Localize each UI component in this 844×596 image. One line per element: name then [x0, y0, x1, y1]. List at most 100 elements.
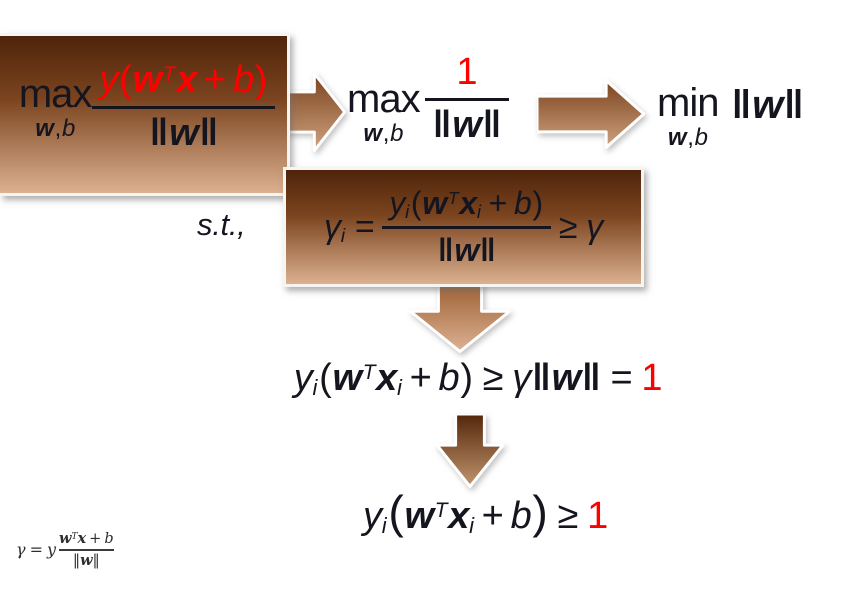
tok-norm: ‖ — [532, 357, 551, 399]
tok-w: w — [667, 124, 687, 151]
tok-rparen: ) — [532, 184, 544, 221]
tok-b: b — [438, 357, 460, 399]
tok-norm: ‖ — [479, 231, 496, 268]
tok-y: y — [389, 184, 406, 221]
tok-one: 1 — [587, 495, 608, 537]
arrow-shape — [537, 81, 644, 148]
tok-eq: = — [610, 357, 633, 399]
tok-eq: = — [29, 540, 43, 560]
tok-comma: , — [687, 124, 694, 151]
tok-norm: ‖ — [581, 357, 601, 399]
tok-w: w — [169, 112, 199, 154]
tok-gamma: γ — [512, 357, 531, 399]
tok-plus: + — [409, 357, 432, 399]
fraction-denominator: ‖w‖ — [437, 231, 497, 268]
op-subscript: w,b — [363, 122, 403, 146]
gamma-definition-footnote: γ=y wTx+b ‖w‖ — [16, 531, 114, 569]
fraction-bar — [424, 97, 510, 101]
fraction-denominator: ‖w‖ — [432, 103, 502, 146]
subject-to-label: s.t., — [197, 207, 246, 242]
arrow-shape — [410, 281, 509, 352]
formula-derived-2: yi(wTxi+b)≥1 — [328, 489, 643, 538]
tok-y: y — [46, 540, 57, 560]
tok-plus: + — [89, 531, 102, 547]
tok-y: y — [363, 495, 382, 537]
tok-x: x — [448, 495, 470, 537]
tok-w: w — [59, 530, 72, 547]
arrow-shape — [437, 414, 503, 487]
fraction-numerator: y(wTx+b) — [99, 59, 268, 102]
tok-sub-i: i — [381, 512, 387, 538]
tok-plus: + — [481, 495, 504, 537]
tok-sup-T: T — [71, 531, 78, 542]
constraint-lhs: γi= — [324, 208, 383, 247]
tok-x: x — [176, 59, 198, 102]
tok-w: w — [752, 83, 783, 127]
constraint-rhs: ≥γ — [550, 208, 603, 247]
tok-b: b — [514, 184, 532, 221]
constraint-fraction: yi(wTxi+b) ‖w‖ — [382, 184, 551, 268]
tok-comma: , — [382, 120, 390, 147]
formula-min-norm: min w,b ‖w‖ — [657, 83, 805, 150]
tok-comma: , — [54, 115, 62, 142]
tok-sup-T: T — [434, 498, 448, 522]
tok-lparen: ( — [319, 357, 332, 399]
tok-w: w — [35, 115, 54, 142]
tok-geq: ≥ — [558, 207, 578, 246]
tok-b: b — [694, 124, 708, 151]
tok-x: x — [459, 184, 477, 221]
tok-lparen: ( — [410, 184, 422, 221]
inverse-norm-fraction: 1 ‖w‖ — [424, 52, 510, 146]
fraction-denominator: ‖w‖ — [149, 112, 219, 154]
tok-rparen: ) — [460, 357, 473, 399]
op-max-label: max — [18, 72, 93, 116]
tok-norm: ‖ — [199, 112, 219, 154]
tok-eq: = — [354, 207, 375, 246]
op-subscript: w,b — [668, 126, 708, 150]
fraction-numerator: yi(wTxi+b) — [389, 184, 544, 221]
tok-w: w — [422, 184, 447, 221]
tok-w: w — [363, 120, 382, 147]
tok-x: x — [376, 357, 398, 399]
tok-norm: ‖ — [72, 552, 81, 569]
margin-fraction: y(wTx+b) ‖w‖ — [92, 59, 276, 154]
fraction-numerator: 1 — [456, 52, 477, 93]
tok-rparen: ) — [254, 59, 268, 102]
tok-w: w — [452, 103, 482, 146]
tok-b: b — [104, 531, 114, 547]
tok-norm: ‖ — [432, 103, 452, 146]
tok-sub-i: i — [312, 374, 318, 400]
op-max-label: max — [347, 77, 421, 121]
fraction-bar — [92, 106, 276, 109]
tok-norm: ‖ — [731, 83, 752, 127]
tok-geq: ≥ — [557, 495, 579, 537]
tok-w: w — [332, 357, 362, 399]
min-operator: min w,b — [657, 83, 719, 150]
tok-gamma: γ — [16, 540, 26, 560]
tok-y: y — [293, 357, 313, 399]
flow-arrow-right-2-icon — [537, 79, 647, 149]
tok-w: w — [80, 551, 93, 569]
tok-rparen: ) — [532, 486, 548, 538]
tok-sub-i: i — [397, 374, 402, 400]
fraction-bar — [382, 225, 551, 229]
max-operator: max w,b — [347, 77, 421, 146]
tok-gamma: γ — [586, 207, 603, 246]
fraction-bar — [59, 549, 114, 551]
tok-one: 1 — [641, 357, 663, 399]
tok-sup-T: T — [162, 62, 176, 86]
tok-norm: ‖ — [783, 83, 804, 127]
tok-w: w — [404, 495, 434, 537]
tok-norm: ‖ — [482, 103, 502, 146]
tok-x: x — [77, 530, 87, 547]
tok-norm: ‖ — [149, 112, 169, 154]
tok-norm: ‖ — [92, 552, 100, 569]
tok-plus: + — [204, 59, 226, 102]
tok-w: w — [551, 357, 582, 399]
tok-b: b — [510, 495, 532, 537]
tok-b: b — [232, 59, 254, 102]
op-subscript: w,b — [35, 117, 75, 141]
tok-sub-i: i — [340, 224, 345, 247]
norm-w: ‖w‖ — [730, 83, 804, 127]
constraint-box: γ i = yi(wTxi+b) ‖w‖ ≥γ — [283, 167, 644, 287]
